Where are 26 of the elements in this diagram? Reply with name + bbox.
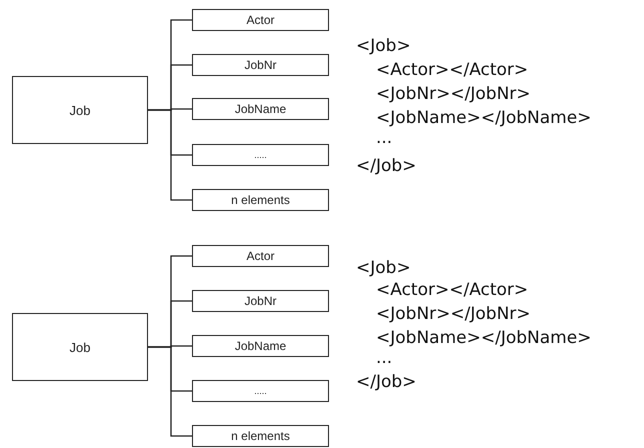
child-element-box: JobNr — [192, 54, 329, 76]
xml-code-line: ... — [376, 350, 392, 367]
xml-code-line: <JobNr></JobNr> — [376, 306, 531, 323]
xml-code-line: <JobName></JobName> — [376, 110, 592, 127]
xml-code-line: <JobNr></JobNr> — [376, 86, 531, 103]
xml-code-line: <Actor></Actor> — [376, 282, 528, 299]
child-element-box: n elements — [192, 425, 329, 447]
child-element-box: JobNr — [192, 290, 329, 312]
child-element-box: Actor — [192, 9, 329, 31]
child-element-box: Actor — [192, 245, 329, 267]
child-element-box: n elements — [192, 189, 329, 211]
connector-line — [148, 109, 192, 201]
xml-code-line: </Job> — [356, 374, 416, 391]
xml-code-line: </Job> — [356, 158, 416, 175]
connector-line — [148, 346, 192, 437]
child-element-box: ..... — [192, 380, 329, 402]
child-element-box: JobName — [192, 335, 329, 357]
xml-code-line: <Actor></Actor> — [376, 62, 528, 79]
child-element-box: JobName — [192, 98, 329, 120]
parent-element-box: Job — [12, 313, 148, 381]
xml-code-line: <JobName></JobName> — [376, 330, 592, 347]
child-element-box: ..... — [192, 144, 329, 166]
parent-element-box: Job — [12, 76, 148, 144]
xml-code-line: <Job> — [356, 260, 411, 277]
xml-code-line: ... — [376, 130, 392, 147]
xml-code-line: <Job> — [356, 38, 411, 55]
